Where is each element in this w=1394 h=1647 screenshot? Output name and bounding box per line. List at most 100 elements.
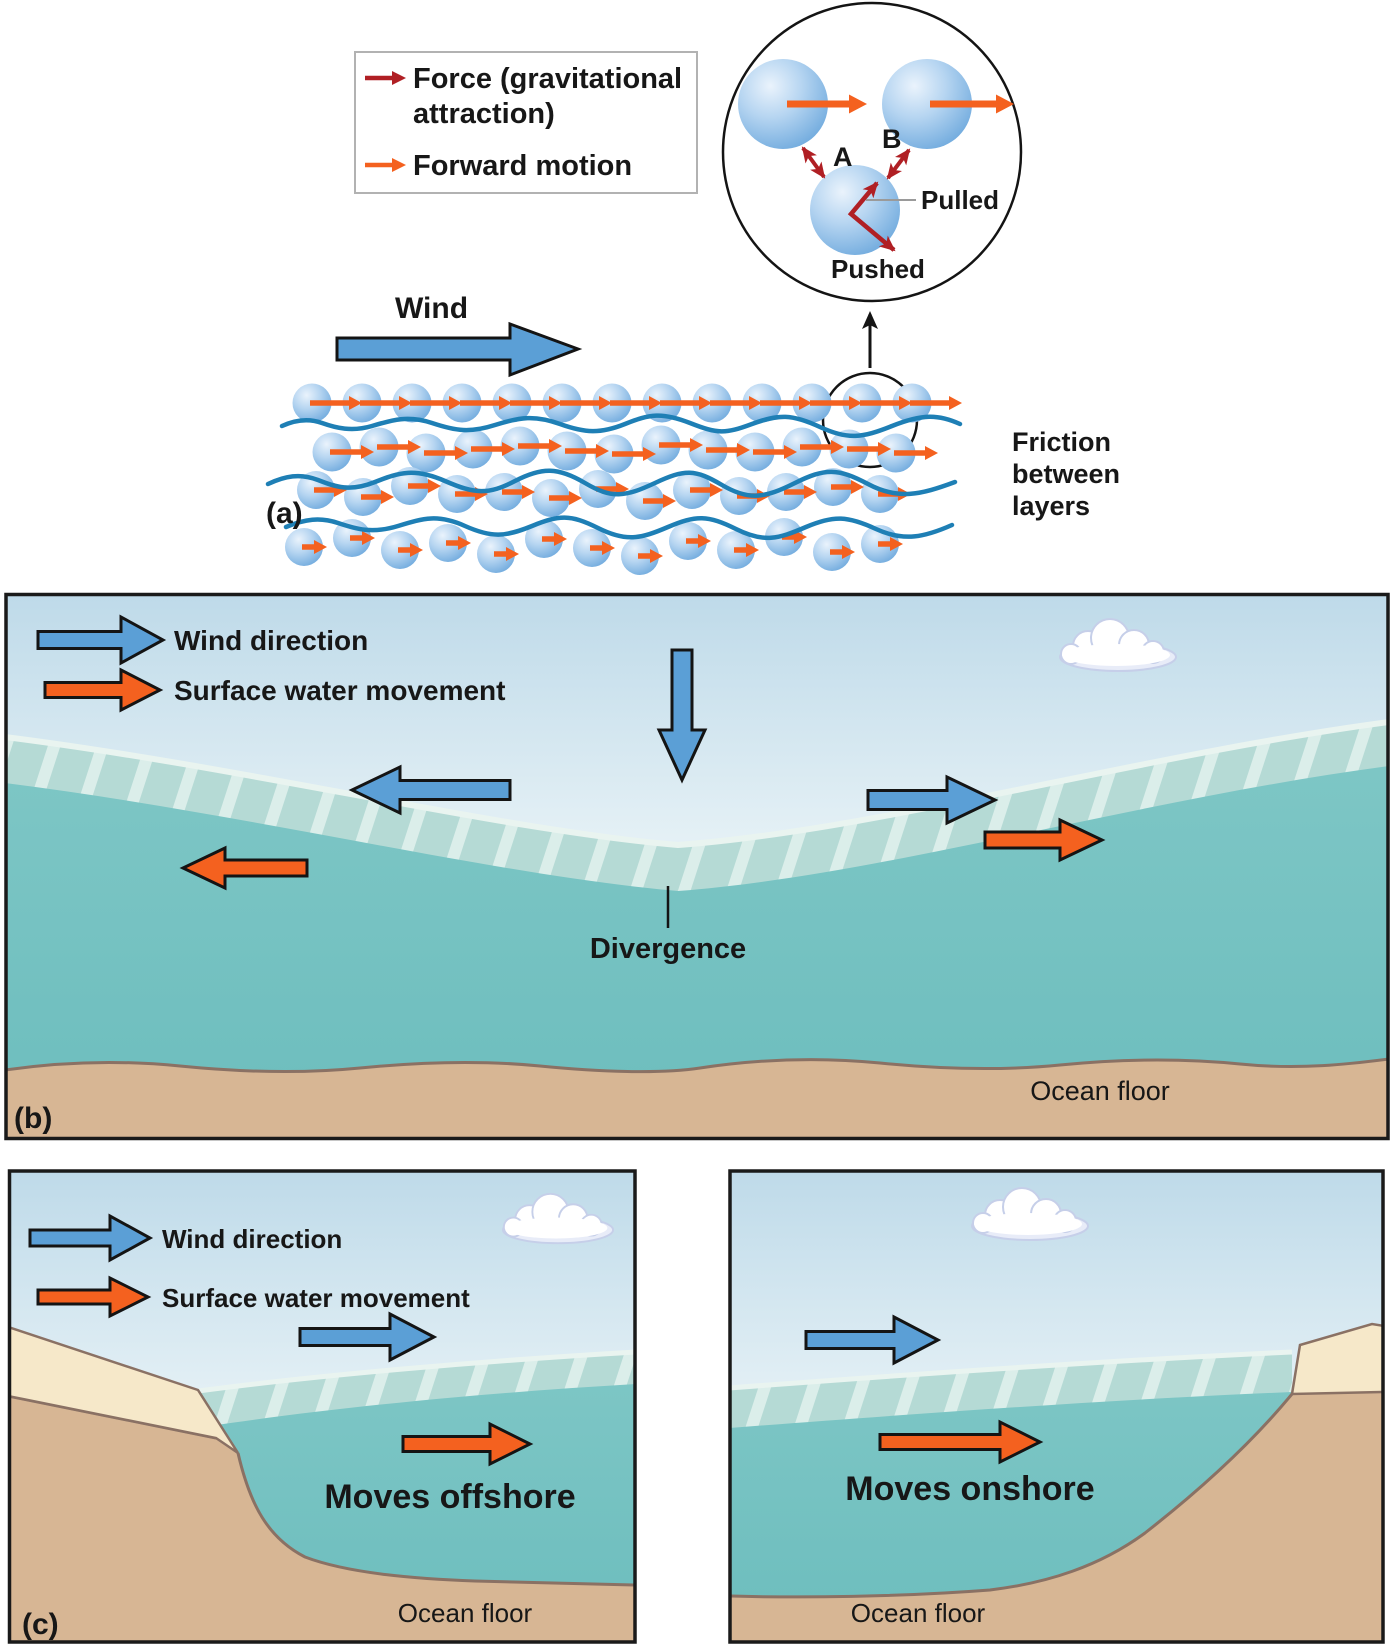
- forward-motion-arrow-icon: [612, 447, 656, 461]
- forward-motion-arrow-icon: [930, 94, 1014, 114]
- layer-line: [279, 413, 963, 439]
- friction-label-line2: between: [1012, 459, 1120, 489]
- forward-motion-arrow-icon: [878, 537, 903, 551]
- forward-motion-arrow-icon: [565, 444, 609, 458]
- surface-water-legend-arrow-icon: [43, 667, 164, 713]
- forward-motion-arrow-icon: [800, 440, 844, 454]
- divergence-label: Divergence: [590, 933, 746, 965]
- forward-motion-arrow-icon: [424, 446, 468, 460]
- wind-arrow-icon: [335, 321, 583, 378]
- panel-c-left-land: [11, 1396, 634, 1641]
- forward-motion-arrow-icon: [810, 396, 862, 410]
- panel-c-right-beach: [1290, 1322, 1382, 1396]
- water-molecule: [738, 59, 828, 149]
- layer-line: [283, 515, 955, 541]
- forward-motion-arrow-icon: [350, 531, 375, 545]
- forward-motion-arrow-icon: [361, 490, 394, 504]
- panel-c-left-legend-surface-label: Surface water movement: [162, 1283, 470, 1313]
- forward-motion-arrow-icon: [377, 440, 421, 454]
- panel-b-floor-edge: [7, 1057, 1387, 1074]
- forward-motion-arrow-icon: [398, 543, 423, 557]
- forward-motion-arrow-icon: [643, 494, 676, 508]
- forward-motion-arrow-icon: [494, 547, 519, 561]
- panel-b-legend-surface-label: Surface water movement: [174, 675, 505, 706]
- friction-label-line1: Friction: [1012, 427, 1111, 457]
- inset-forward-arrows: [787, 94, 1014, 114]
- panel-b-ocean-floor-label: Ocean floor: [1030, 1076, 1170, 1106]
- wind-right-arrow-icon: [866, 774, 999, 826]
- forward-motion-arrow-icon: [408, 479, 441, 493]
- forward-motion-arrow-icon: [831, 480, 864, 494]
- surface-water-legend-arrow-icon: [36, 1275, 152, 1319]
- inset-label-a: A: [833, 142, 853, 172]
- wind-arrow-icon: [298, 1311, 438, 1363]
- forward-motion-arrow-icon: [471, 442, 515, 456]
- forward-motion-arrow-icon: [590, 541, 615, 555]
- forward-motion-arrow-icon: [460, 396, 512, 410]
- panel-c-right-surface-highlight: [731, 1349, 1293, 1391]
- forward-motion-arrow-icon: [310, 396, 362, 410]
- panel-a: Force (gravitational attraction) Forward…: [265, 1, 1120, 575]
- panel-b-surface-highlight: [7, 719, 1387, 849]
- panel-c-left-ocean-floor-label: Ocean floor: [398, 1598, 533, 1628]
- panel-b-border: [4, 592, 1390, 1141]
- panel-c-left: Wind direction Surface water movement Mo…: [7, 1169, 637, 1644]
- forward-motion-arrow-icon: [690, 483, 723, 497]
- attraction-arrow-b-icon: [886, 148, 911, 180]
- panel-b-arrows: [36, 614, 1106, 891]
- inset-label-b: B: [882, 124, 902, 154]
- forward-motion-arrow-icon: [365, 158, 406, 172]
- forward-motion-arrow-icon: [784, 485, 817, 499]
- forward-motion-arrow-icon: [659, 438, 703, 452]
- wind-direction-legend-arrow-icon: [28, 1213, 154, 1263]
- panel-a-legend-arrows: [365, 71, 406, 172]
- forward-motion-arrow-icon: [542, 532, 567, 546]
- wind-arrow-icon: [804, 1314, 942, 1366]
- legend-force-label-line1: Force (gravitational: [413, 63, 682, 95]
- panel-c-left-surface-band: [198, 1352, 634, 1426]
- forward-motion-arrow-icon: [734, 543, 759, 557]
- panel-c-right-arrows: [804, 1314, 1044, 1465]
- forward-motion-arrow-icon: [753, 445, 797, 459]
- forward-motion-arrow-icon: [830, 545, 855, 559]
- forward-motion-arrow-icon: [330, 445, 374, 459]
- panel-b-legend-wind-label: Wind direction: [174, 625, 368, 656]
- panel-c-right-border: [728, 1169, 1385, 1644]
- friction-layer-lines: [265, 413, 963, 541]
- panel-c-right-land-edge: [731, 1393, 1294, 1599]
- panel-c-right: Moves onshore Ocean floor: [728, 1169, 1385, 1644]
- forward-motion-arrow-icon: [782, 530, 807, 544]
- surface-water-left-arrow-icon: [179, 845, 309, 891]
- wind-down-arrow-icon: [656, 648, 708, 784]
- panel-c-right-surface-band: [731, 1352, 1292, 1428]
- moves-onshore-label: Moves onshore: [845, 1470, 1094, 1508]
- forward-motion-arrow-icon: [760, 396, 812, 410]
- offshore-water-arrow-icon: [401, 1421, 534, 1467]
- forward-motion-arrow-icon: [549, 491, 582, 505]
- panel-c-left-beach: [11, 1326, 240, 1455]
- forward-motion-arrow-icon: [446, 536, 471, 550]
- forward-motion-arrow-icon: [847, 442, 891, 456]
- surface-water-right-arrow-icon: [983, 817, 1106, 863]
- panel-a-legend-box: [354, 51, 698, 194]
- forward-motion-arrow-icon: [710, 396, 762, 410]
- forward-motion-arrow-icon: [910, 396, 962, 410]
- onshore-water-arrow-icon: [878, 1419, 1044, 1465]
- forward-motion-arrow-icon: [360, 396, 412, 410]
- panel-c-left-border: [7, 1169, 637, 1644]
- legend-forward-label: Forward motion: [413, 150, 632, 182]
- panel-c-label: (c): [22, 1608, 59, 1641]
- attraction-arrow-a-icon: [801, 146, 826, 179]
- pulled-pushed-force-arrows-icon: [847, 181, 896, 252]
- wind-direction-legend-arrow-icon: [36, 614, 167, 666]
- forward-motion-arrow-icon: [610, 396, 662, 410]
- panel-c-left-arrows: [28, 1213, 534, 1467]
- forward-motion-arrow-icon: [787, 94, 867, 114]
- forward-motion-arrow-icon: [638, 549, 663, 563]
- pulled-label: Pulled: [921, 185, 999, 215]
- forward-motion-arrow-icon: [706, 443, 750, 457]
- legend-force-label-line2: attraction): [413, 98, 555, 130]
- friction-label-line3: layers: [1012, 491, 1090, 521]
